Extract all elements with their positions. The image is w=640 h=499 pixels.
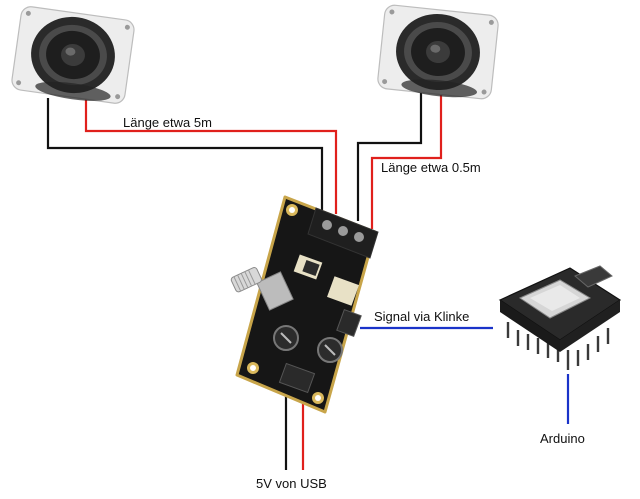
wire-right-red xyxy=(370,93,443,229)
amplifier-board-icon xyxy=(230,195,379,414)
label-arduino: Arduino xyxy=(540,431,585,446)
label-length-short: Länge etwa 0.5m xyxy=(381,160,481,175)
wire-left-black xyxy=(46,98,324,210)
label-length-long: Länge etwa 5m xyxy=(123,115,212,130)
label-signal: Signal via Klinke xyxy=(374,309,470,324)
wire-right-black xyxy=(356,93,423,221)
label-power: 5V von USB xyxy=(256,476,327,491)
wire-left-red xyxy=(84,98,338,214)
speaker-right-icon xyxy=(377,4,499,100)
wires xyxy=(46,93,570,470)
mp3-player-module-icon xyxy=(498,265,622,370)
speaker-left-icon xyxy=(11,6,135,104)
